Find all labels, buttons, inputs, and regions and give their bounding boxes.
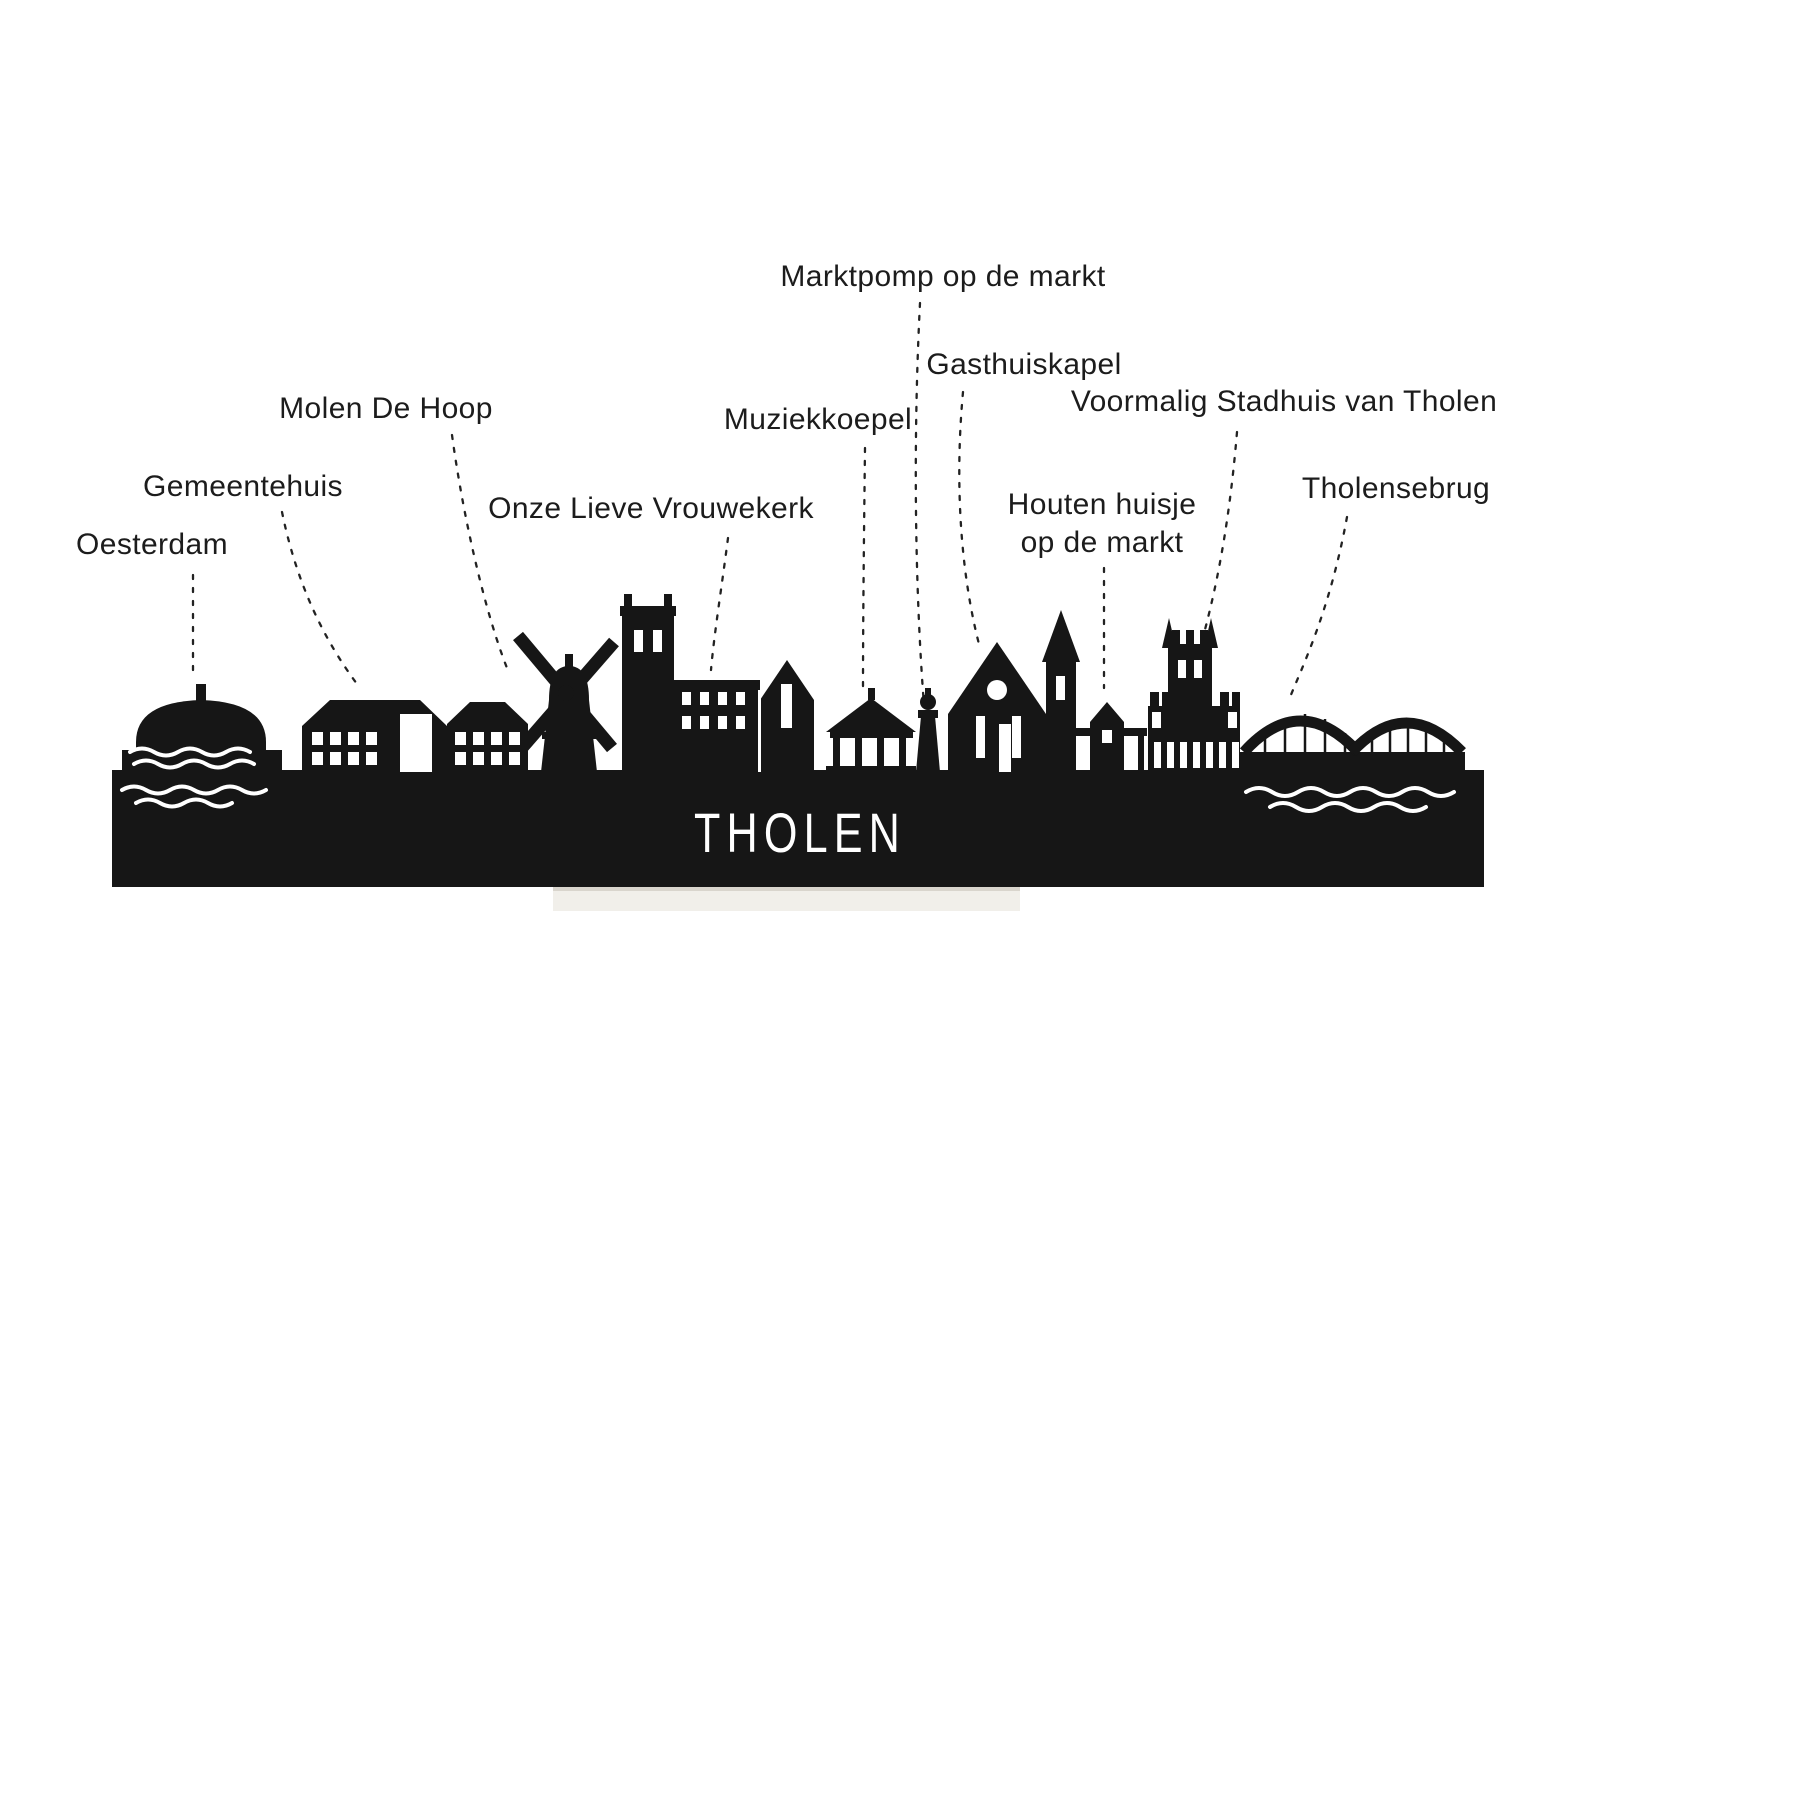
label-gasthuiskapel: Gasthuiskapel	[926, 348, 1122, 381]
leader-line-muziekkoepel	[861, 446, 867, 692]
bridge-hangers	[1263, 714, 1446, 752]
building-tholensebrug	[1239, 714, 1466, 772]
building-molen-de-hoop	[513, 631, 619, 772]
label-tholensebrug: Tholensebrug	[1301, 472, 1491, 505]
building-marktpomp	[916, 688, 940, 772]
kerk-windows	[634, 630, 792, 772]
leader-line-marktpomp	[914, 301, 926, 707]
city-name-cutout: THOLEN	[694, 801, 906, 864]
stadhuis-windows	[1152, 660, 1239, 768]
leader-line-gasthuiskapel	[958, 390, 982, 650]
label-marktpomp: Marktpomp op de markt	[780, 260, 1106, 293]
base-stand	[553, 887, 1020, 911]
leader-line-tholensebrug	[1286, 515, 1349, 704]
label-houten-huisje-line2: op de markt	[1020, 526, 1184, 560]
label-oesterdam: Oesterdam	[76, 528, 228, 561]
label-gemeentehuis: Gemeentehuis	[143, 470, 343, 503]
leader-line-onze-lieve-vrouwekerk	[709, 536, 730, 672]
gasthuiskapel-windows	[976, 676, 1065, 772]
label-muziekkoepel: Muziekkoepel	[723, 403, 913, 436]
label-molen-de-hoop: Molen De Hoop	[279, 392, 493, 425]
leader-line-voormalig-stadhuis	[1198, 430, 1239, 650]
label-houten-huisje: Houten huisje op de markt	[1008, 486, 1197, 563]
building-muziekkoepel	[826, 688, 916, 774]
label-onze-lieve-vrouwekerk: Onze Lieve Vrouwekerk	[488, 492, 814, 525]
silhouette-cutouts	[120, 630, 1456, 813]
leader-line-molen-de-hoop	[450, 433, 509, 670]
leader-line-gemeentehuis	[280, 510, 362, 690]
label-voormalig-stadhuis: Voormalig Stadhuis van Tholen	[1070, 385, 1498, 418]
leader-lines	[191, 301, 1349, 707]
huisje-window	[1102, 730, 1112, 743]
label-houten-huisje-line1: Houten huisje	[1007, 488, 1197, 521]
building-onze-lieve-vrouwekerk	[620, 594, 814, 772]
gemeentehuis-windows	[312, 714, 520, 772]
